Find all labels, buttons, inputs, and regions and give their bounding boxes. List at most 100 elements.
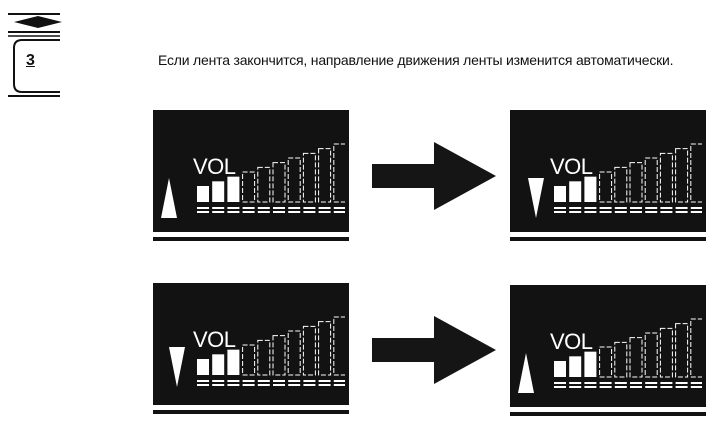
volume-segment-empty [333, 143, 345, 203]
volume-segment-empty [242, 344, 256, 376]
volume-underline-dash [660, 382, 673, 384]
display-panel-before-1: VOL [153, 110, 349, 242]
volume-level-bars [197, 316, 345, 386]
volume-underline-dash [630, 382, 642, 384]
volume-segment-empty [614, 341, 628, 378]
volume-level-bars [554, 143, 702, 213]
volume-underline-dash [690, 207, 702, 209]
volume-underline-dash [227, 380, 240, 382]
volume-segment-filled [227, 176, 240, 202]
vol-label: VOL [193, 154, 236, 179]
right-arrow-icon [372, 316, 496, 384]
volume-underline-dash [318, 211, 331, 213]
volume-segment-empty [599, 346, 613, 378]
volume-underline-dash [614, 382, 627, 384]
volume-underline-dash [257, 207, 270, 209]
volume-segment-empty [614, 166, 628, 203]
volume-segment-filled [584, 351, 597, 377]
volume-underline-dash [212, 380, 225, 382]
volume-segment-empty [675, 323, 689, 378]
volume-underline-dash [242, 207, 255, 209]
volume-underline-dash [630, 211, 642, 213]
volume-underline-dash [584, 382, 597, 384]
tape-direction-down-icon [169, 347, 185, 387]
volume-underline-dash [273, 380, 285, 382]
caption-text: Если лента закончится, направление движе… [158, 52, 674, 68]
volume-underline-dash [227, 384, 240, 386]
volume-segment-empty [302, 325, 316, 376]
volume-segment-filled [554, 186, 566, 202]
volume-underline-dash [630, 207, 642, 209]
volume-segment-empty [644, 157, 658, 203]
right-arrow-icon [372, 142, 496, 210]
transition-arrow-1 [372, 142, 496, 210]
display-base-line [510, 237, 706, 241]
volume-underline-dash [257, 384, 270, 386]
volume-underline-dash [303, 380, 316, 382]
volume-segment-empty [318, 321, 332, 376]
volume-underline-dash [242, 211, 255, 213]
volume-underline-dash [333, 211, 345, 213]
volume-segment-filled [554, 361, 566, 377]
volume-underline-dash [569, 207, 582, 209]
volume-underline-dash [554, 207, 566, 209]
volume-underline-dash [554, 382, 566, 384]
volume-segment-empty [690, 318, 702, 378]
volume-underline-dash [690, 211, 702, 213]
volume-segment-empty [644, 332, 658, 378]
volume-underline-dash [630, 386, 642, 388]
triangle-down-shape [169, 347, 185, 387]
volume-underline-dash [675, 382, 688, 384]
volume-segment-empty [690, 143, 702, 203]
volume-segment-empty [257, 339, 271, 376]
transition-arrow-2 [372, 316, 496, 384]
volume-segment-filled [197, 359, 209, 375]
display-base-line [153, 237, 349, 241]
volume-underline-dash [614, 386, 627, 388]
volume-underline-dash [318, 384, 331, 386]
volume-segment-empty [659, 327, 673, 378]
volume-segment-empty [675, 148, 689, 203]
volume-segment-filled [569, 356, 582, 377]
vol-label: VOL [550, 154, 593, 179]
volume-underline-dash [303, 207, 316, 209]
volume-underline-dash [318, 207, 331, 209]
triangle-up-shape [161, 178, 177, 218]
volume-underline-dash [614, 207, 627, 209]
volume-segment-empty [629, 337, 643, 378]
tape-direction-up-icon [161, 178, 177, 218]
volume-segment-empty [272, 162, 286, 203]
volume-segment-empty [242, 171, 256, 203]
volume-level-bars [554, 318, 702, 388]
volume-underline-dash [690, 386, 702, 388]
volume-underline-dash [257, 211, 270, 213]
volume-underline-dash [212, 384, 225, 386]
volume-segment-empty [333, 316, 345, 376]
volume-underline-dash [584, 207, 597, 209]
volume-segment-filled [569, 181, 582, 202]
volume-underline-dash [333, 207, 345, 209]
chapter-tab-icon [8, 13, 62, 97]
volume-segment-empty [287, 330, 301, 376]
volume-underline-dash [614, 211, 627, 213]
volume-segment-empty [257, 166, 271, 203]
volume-underline-dash [660, 207, 673, 209]
display-panel-after-1: VOL [510, 110, 706, 242]
volume-segment-filled [584, 176, 597, 202]
display-panel-before-2: VOL [153, 283, 349, 415]
volume-underline-dash [227, 211, 240, 213]
volume-underline-dash [645, 382, 658, 384]
vol-label: VOL [193, 327, 236, 352]
volume-underline-dash [288, 207, 301, 209]
volume-segment-filled [212, 181, 225, 202]
volume-underline-dash [212, 211, 225, 213]
volume-underline-dash [660, 211, 673, 213]
volume-segment-empty [287, 157, 301, 203]
display-base-line [153, 410, 349, 414]
volume-underline-dash [197, 380, 209, 382]
volume-underline-dash [242, 384, 255, 386]
volume-underline-dash [675, 207, 688, 209]
chapter-number: 3 [26, 52, 35, 69]
volume-underline-dash [554, 211, 566, 213]
volume-underline-dash [273, 384, 285, 386]
